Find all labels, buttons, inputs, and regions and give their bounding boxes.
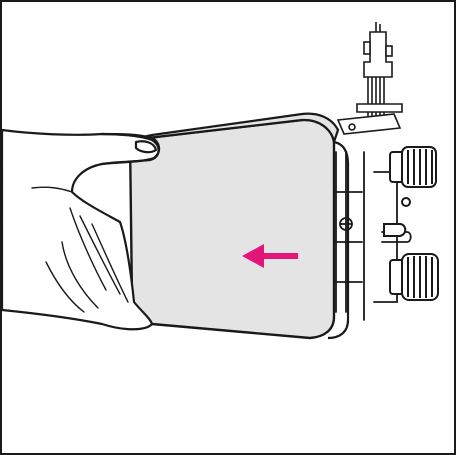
- hand-thumb: [100, 132, 160, 166]
- lower-knob: [389, 253, 439, 301]
- machine-foot-bottom: [236, 372, 276, 380]
- side-cover-edge: [327, 140, 350, 340]
- side-tab: [383, 197, 411, 237]
- side-cover: [128, 118, 336, 340]
- machine-right-frame: [402, 97, 454, 347]
- screw-icon: [339, 217, 353, 231]
- needle-assembly: [336, 22, 403, 135]
- machine-base-slot-inner: [414, 348, 438, 353]
- hand: [2, 128, 161, 331]
- machine-base: [220, 332, 402, 364]
- hand-thumbnail: [134, 140, 158, 154]
- hand-crease-lines: [31, 186, 129, 313]
- mechanism-lever: [381, 231, 412, 243]
- arrow-left-icon: [242, 244, 298, 268]
- upper-knob: [389, 146, 437, 188]
